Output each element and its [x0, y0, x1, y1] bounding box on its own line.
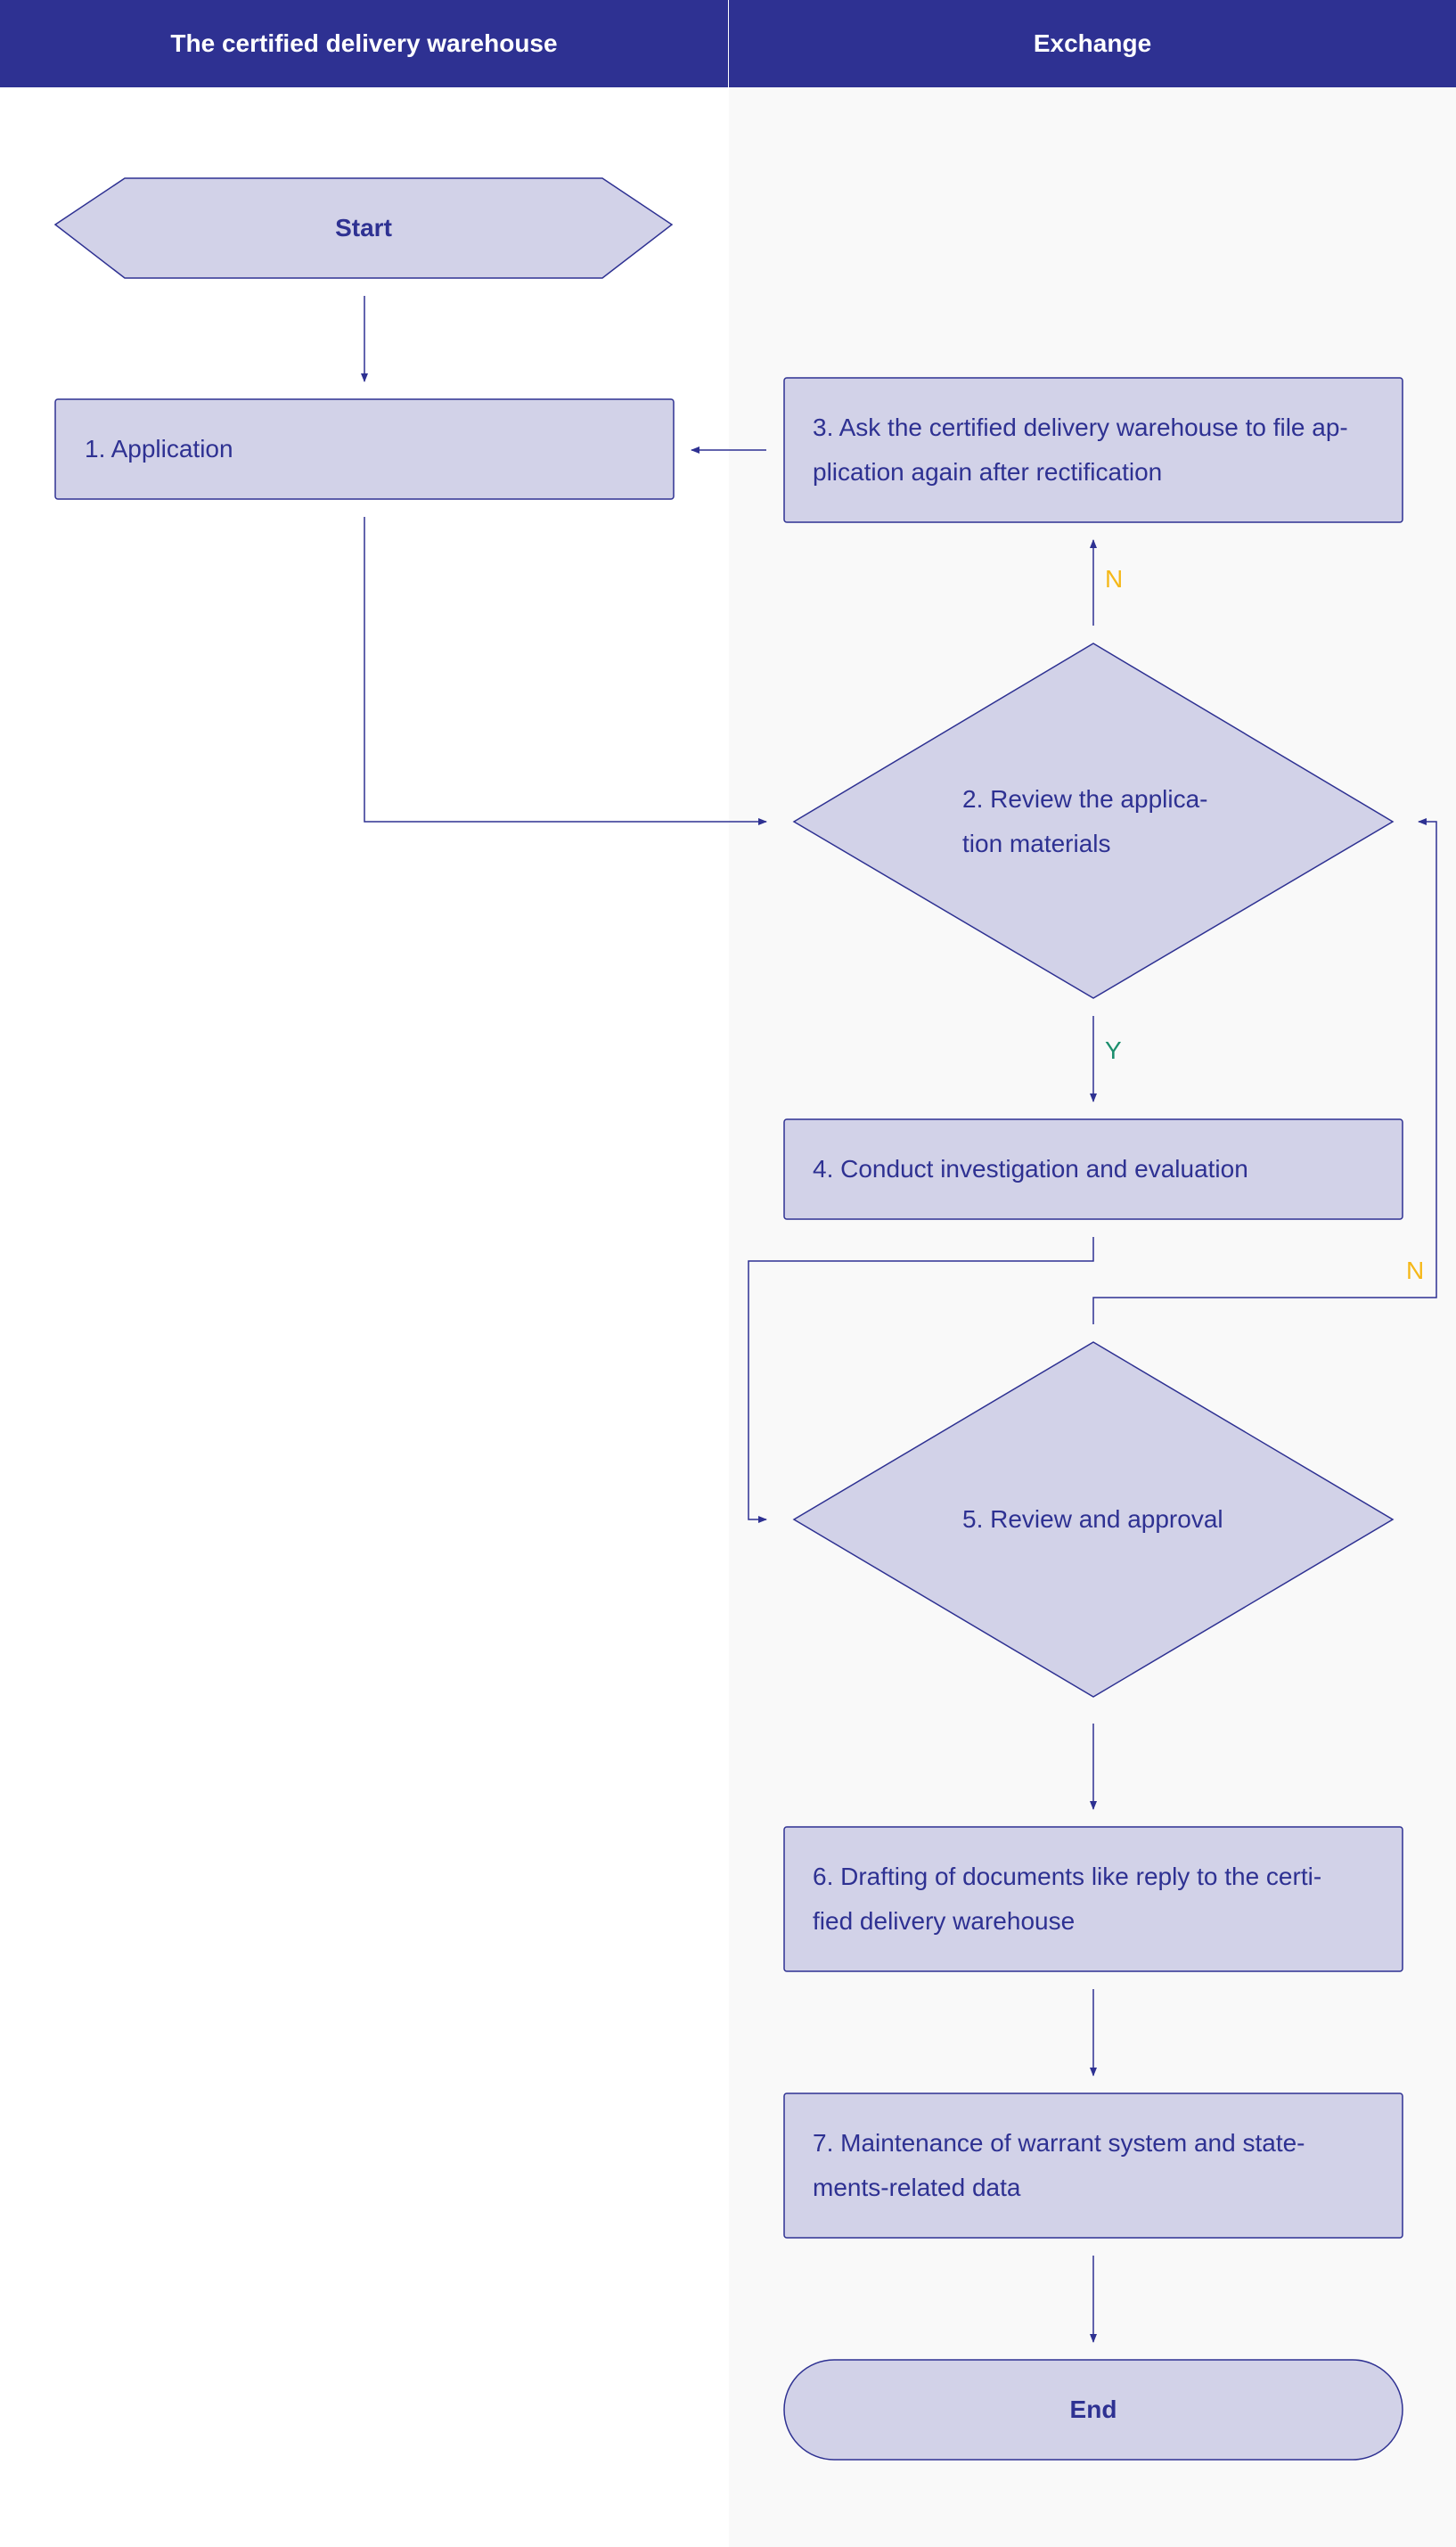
start-label: Start	[335, 214, 392, 242]
application-label: 1. Application	[85, 435, 233, 463]
edge-approval-to-review	[1092, 818, 1437, 1324]
review-approval-shape	[792, 1341, 1395, 1698]
ask-rectify-shape	[783, 377, 1403, 523]
application-shape	[54, 398, 675, 500]
review-materials-shape	[792, 643, 1395, 999]
review-materials-label: 2. Review the applica- tion materials	[962, 785, 1208, 857]
investigation-shape	[783, 1118, 1403, 1220]
ask-rectify-label: 3. Ask the certified delivery warehouse …	[813, 414, 1348, 486]
edge-application-to-review	[364, 517, 767, 825]
edge-label-review-no: N	[1105, 565, 1124, 593]
end-shape	[783, 2359, 1403, 2461]
review-approval-label: 5. Review and approval	[962, 1505, 1223, 1533]
start-shape	[53, 177, 674, 279]
drafting-shape	[783, 1826, 1403, 1972]
drafting-label: 6. Drafting of documents like reply to t…	[813, 1863, 1322, 1935]
end-label: End	[1069, 2395, 1117, 2423]
edge-label-review-yes: Y	[1105, 1036, 1122, 1064]
edge-label-approval-no: N	[1406, 1257, 1425, 1284]
maintenance-label: 7. Maintenance of warrant system and sta…	[813, 2129, 1305, 2201]
edge-investigation-to-approval	[748, 1237, 1094, 1523]
lane-header-exchange: Exchange	[729, 0, 1456, 87]
maintenance-shape	[783, 2092, 1403, 2239]
investigation-label: 4. Conduct investigation and evaluation	[813, 1155, 1248, 1183]
lane-header-warehouse: The certified delivery warehouse	[0, 0, 728, 87]
